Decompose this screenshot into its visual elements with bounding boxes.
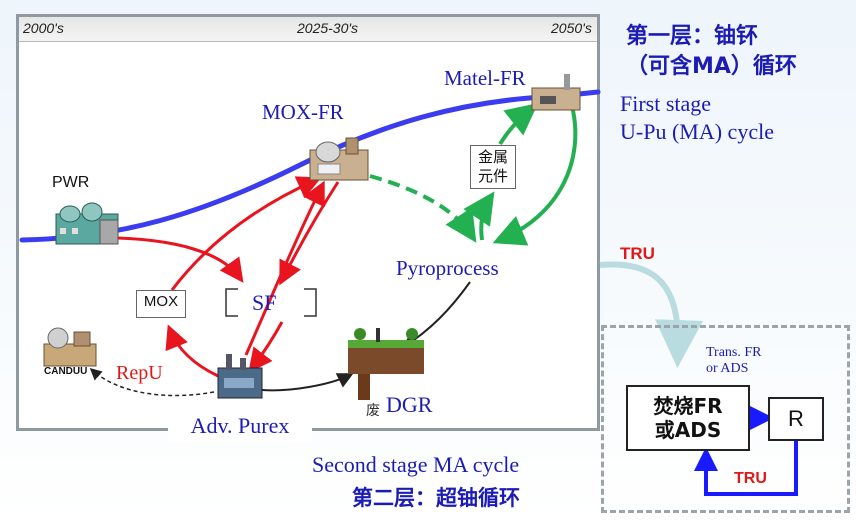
first-stage-en-title: First stage U-Pu (MA) cycle bbox=[620, 90, 774, 146]
second-stage-en-title: Second stage MA cycle bbox=[312, 452, 520, 477]
first-stage-en-line1: First stage bbox=[620, 91, 712, 116]
tru-bottom-label: TRU bbox=[734, 470, 767, 487]
dgr-label: DGR bbox=[386, 392, 433, 417]
pwr-plant-icon bbox=[55, 202, 119, 245]
arrow-moxfr-to-pyro bbox=[369, 174, 477, 243]
trans-fr-label: Trans. FR or ADS bbox=[706, 345, 762, 377]
dgr-repository-icon bbox=[348, 328, 424, 400]
first-stage-cn-line1: 第一层：铀钚 bbox=[626, 24, 759, 49]
burner-line1: 焚烧FR bbox=[653, 394, 723, 418]
second-stage-cn-title: 第二层：超铀循环 bbox=[352, 486, 520, 510]
tru-loop-arrow bbox=[694, 441, 798, 496]
timeline-2025-30s: 2025-30's bbox=[297, 20, 359, 36]
first-stage-cn-line2: （可含MA）循环 bbox=[626, 54, 797, 79]
arrow-sf-to-purex bbox=[248, 321, 284, 373]
timeline-2050s: 2050's bbox=[551, 20, 592, 36]
metal-element-line2: 元件 bbox=[477, 167, 508, 185]
first-stage-en-line2: U-Pu (MA) cycle bbox=[620, 119, 774, 144]
sf-label: SF bbox=[252, 290, 277, 315]
timeline-bar: 2000's 2025-30's 2050's bbox=[19, 17, 597, 42]
r-box: R bbox=[768, 397, 824, 441]
trans-fr-line1: Trans. FR bbox=[706, 345, 762, 360]
adv-purex-label: Adv. Purex bbox=[168, 409, 312, 443]
matel-fr-label: Matel-FR bbox=[444, 66, 526, 90]
arrow-purex-to-dgr bbox=[261, 373, 354, 392]
mox-label: MOX bbox=[136, 290, 186, 318]
metal-element-line1: 金属 bbox=[477, 148, 508, 166]
arrow-purex-to-mox bbox=[165, 324, 219, 378]
first-stage-cn-title: 第一层：铀钚 （可含MA）循环 bbox=[626, 22, 856, 82]
pwr-label: PWR bbox=[52, 174, 90, 191]
sf-bracket bbox=[225, 288, 317, 317]
mox-fr-label: MOX-FR bbox=[262, 100, 344, 124]
reprocessing-plant-icon bbox=[217, 354, 263, 399]
repu-label: RepU bbox=[116, 362, 163, 384]
tru-arrow-top bbox=[599, 261, 703, 368]
pyroprocess-label: Pyroprocess bbox=[396, 256, 499, 280]
burner-line2: 或ADS bbox=[654, 418, 722, 442]
trans-fr-line2: or ADS bbox=[706, 361, 749, 376]
matel-fr-plant-icon bbox=[531, 74, 581, 111]
arrow-metal-to-matelfr bbox=[498, 103, 539, 146]
arrow-pwr-to-sf bbox=[117, 236, 244, 283]
mox-fr-plant-icon bbox=[309, 137, 369, 181]
second-stage-panel bbox=[601, 325, 850, 513]
arrow-mox-to-moxfr bbox=[170, 176, 322, 291]
dgr-prefix-label: 废 bbox=[366, 404, 380, 419]
candu-label: CANDUU bbox=[44, 366, 88, 377]
arrow-purex-to-candu bbox=[89, 368, 215, 397]
arrow-moxfr-to-sf bbox=[279, 181, 340, 286]
arrow-pyro-to-metal bbox=[463, 191, 495, 241]
arrow-matelfr-to-pyro bbox=[492, 105, 578, 246]
burner-box: 焚烧FR 或ADS bbox=[626, 385, 750, 451]
tru-top-label: TRU bbox=[620, 244, 655, 263]
candu-plant-icon bbox=[43, 327, 97, 367]
metal-element-box: 金属 元件 bbox=[470, 145, 516, 189]
timeline-2000s: 2000's bbox=[23, 20, 64, 36]
